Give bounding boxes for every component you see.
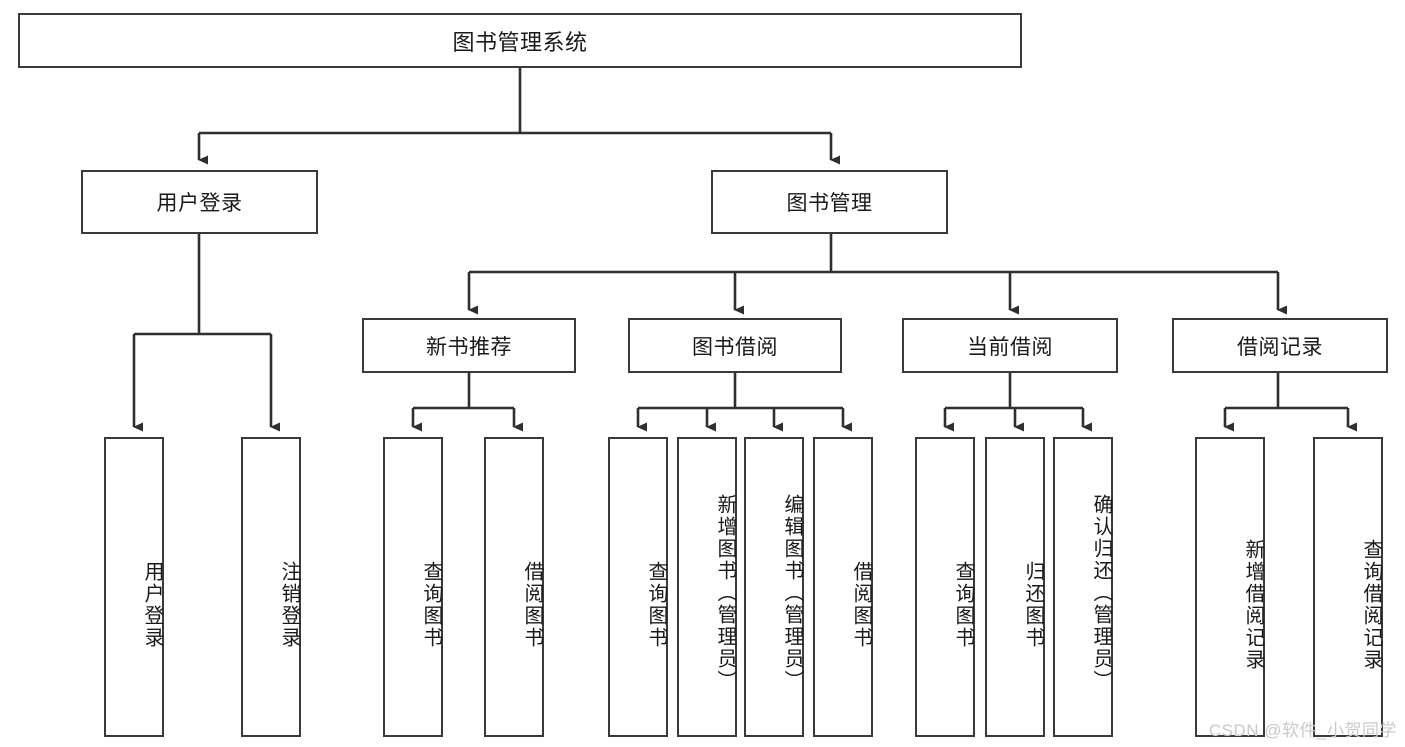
node-label: 查询借阅记录 bbox=[1360, 539, 1382, 671]
node-book-borrowing[interactable]: 图书借阅 bbox=[628, 318, 842, 373]
node-label: 用户登录 bbox=[156, 192, 243, 215]
leaf-new-book-query-books[interactable]: 查询图书 bbox=[383, 437, 443, 737]
leaf-records-query-record[interactable]: 查询借阅记录 bbox=[1313, 437, 1383, 737]
node-label: 用户登录 bbox=[141, 561, 163, 649]
node-book-management[interactable]: 图书管理 bbox=[711, 170, 948, 234]
node-label: 查询图书 bbox=[952, 561, 974, 649]
node-root-book-management-system[interactable]: 图书管理系统 bbox=[18, 13, 1022, 68]
leaf-borrowing-query-books[interactable]: 查询图书 bbox=[608, 437, 668, 737]
node-label: 注销登录 bbox=[278, 561, 300, 649]
node-label: 新增图书（管理员） bbox=[714, 494, 736, 692]
node-label: 借阅图书 bbox=[850, 561, 872, 649]
node-label: 借阅记录 bbox=[1237, 335, 1323, 359]
node-label: 查询图书 bbox=[645, 561, 667, 649]
node-label: 借阅图书 bbox=[521, 561, 543, 649]
node-label: 图书管理系统 bbox=[452, 29, 588, 55]
leaf-borrowing-add-book-admin[interactable]: 新增图书（管理员） bbox=[677, 437, 737, 737]
csdn-watermark: CSDN @软件_小贺同学 bbox=[1208, 721, 1397, 740]
node-label: 图书管理 bbox=[786, 192, 873, 215]
leaf-user-login-logout[interactable]: 注销登录 bbox=[241, 437, 301, 737]
leaf-current-confirm-return-admin[interactable]: 确认归还（管理员） bbox=[1053, 437, 1113, 737]
node-borrow-records[interactable]: 借阅记录 bbox=[1172, 318, 1388, 373]
node-label: 编辑图书（管理员） bbox=[781, 494, 803, 692]
node-new-book-recommendation[interactable]: 新书推荐 bbox=[362, 318, 576, 373]
leaf-current-return-books[interactable]: 归还图书 bbox=[985, 437, 1045, 737]
node-current-borrowing[interactable]: 当前借阅 bbox=[902, 318, 1118, 373]
leaf-borrowing-borrow-books[interactable]: 借阅图书 bbox=[813, 437, 873, 737]
leaf-records-add-record[interactable]: 新增借阅记录 bbox=[1195, 437, 1265, 737]
node-label: 当前借阅 bbox=[967, 335, 1053, 359]
node-label: 查询图书 bbox=[420, 561, 442, 649]
node-user-login[interactable]: 用户登录 bbox=[81, 170, 318, 234]
leaf-user-login-login[interactable]: 用户登录 bbox=[104, 437, 164, 737]
node-label: 新增借阅记录 bbox=[1242, 539, 1264, 671]
node-label: 确认归还（管理员） bbox=[1090, 494, 1112, 692]
node-label: 新书推荐 bbox=[426, 335, 512, 359]
leaf-new-book-borrow-books[interactable]: 借阅图书 bbox=[484, 437, 544, 737]
leaf-borrowing-edit-book-admin[interactable]: 编辑图书（管理员） bbox=[744, 437, 804, 737]
node-label: 归还图书 bbox=[1022, 561, 1044, 649]
node-label: 图书借阅 bbox=[692, 335, 778, 359]
leaf-current-query-books[interactable]: 查询图书 bbox=[915, 437, 975, 737]
